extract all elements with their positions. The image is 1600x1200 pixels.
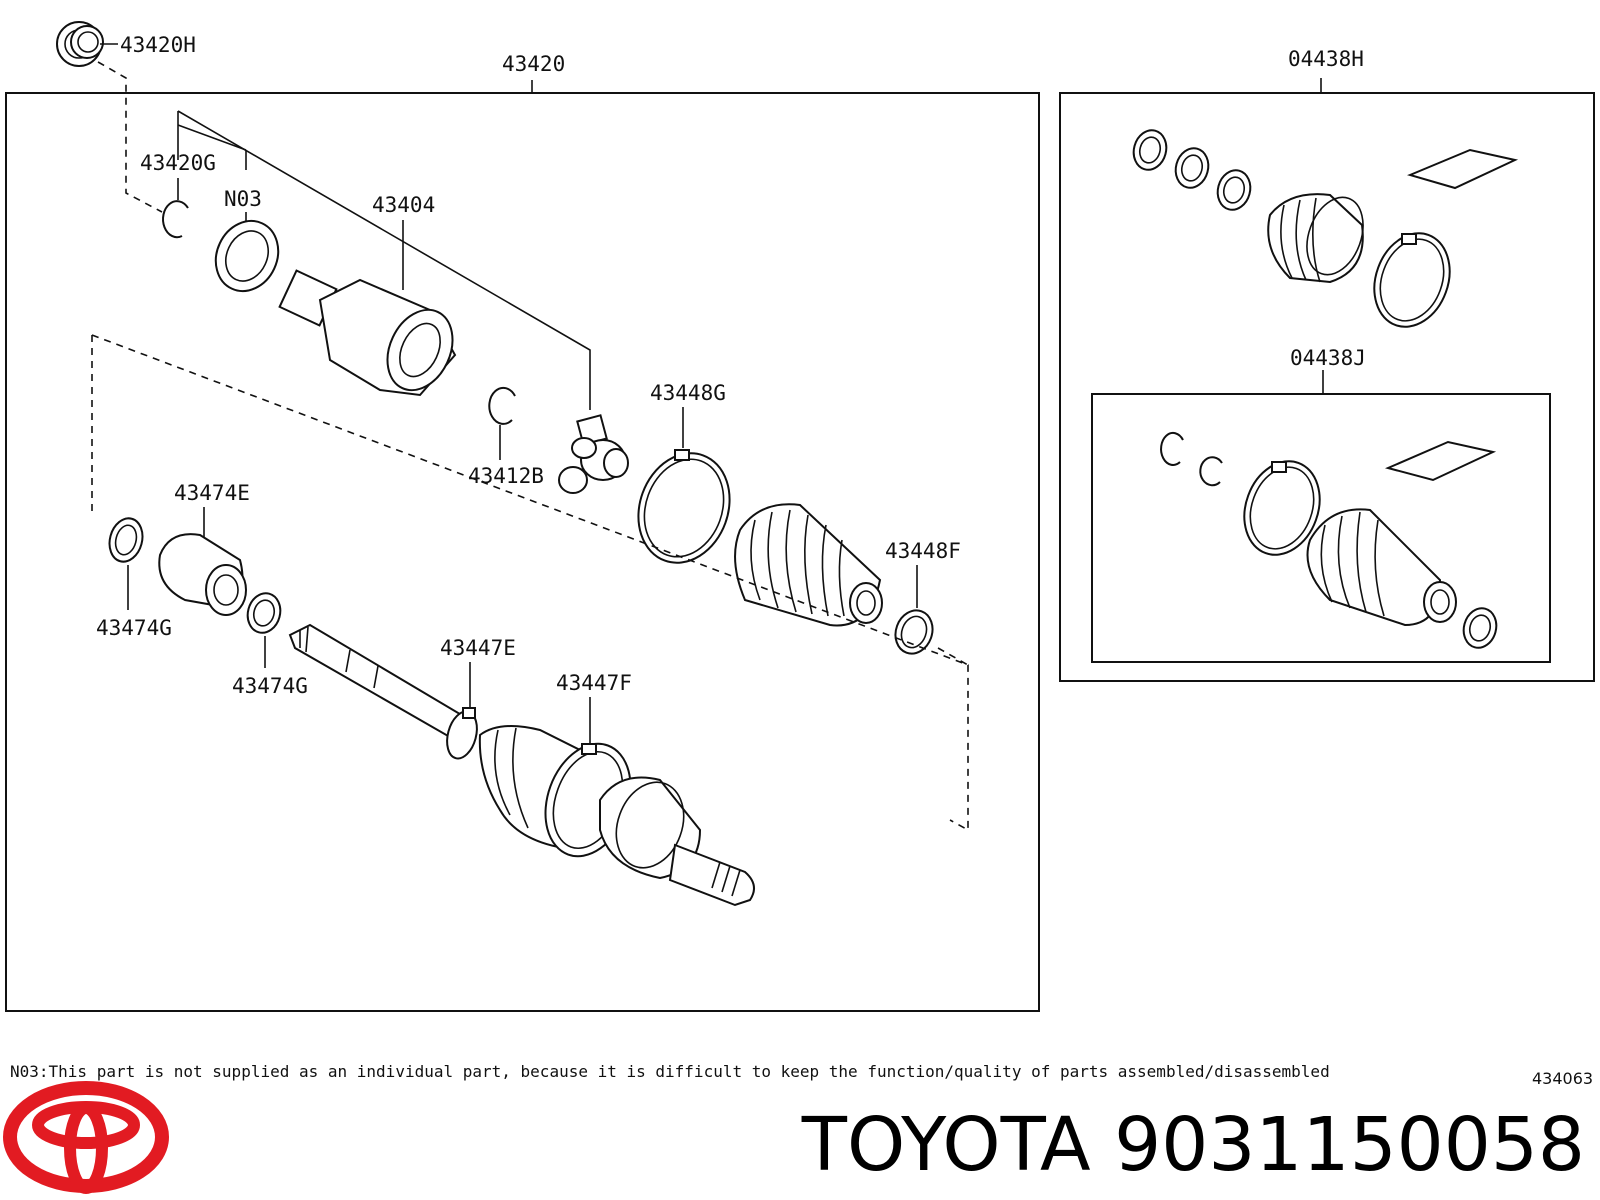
kit-04438H-grease-pack — [1406, 148, 1519, 190]
boot-kit-frame — [1059, 92, 1595, 682]
label-43448F: 43448F — [885, 539, 961, 563]
snap-ring-43412B — [488, 386, 516, 425]
kit-04438J-small-clamp — [1462, 607, 1498, 649]
boot-clamp-43447E — [446, 707, 478, 760]
kit-04438H-boot — [1267, 193, 1364, 284]
label-43474G-left: 43474G — [96, 616, 172, 640]
toyota-logo — [3, 1081, 169, 1194]
label-43420G: 43420G — [140, 151, 216, 175]
label-43447E: 43447E — [440, 636, 516, 660]
outboard-boot-joint — [478, 725, 755, 907]
clamp-43474G-left — [108, 517, 144, 563]
tripod-spider — [558, 414, 629, 494]
label-43404: 43404 — [372, 193, 435, 217]
footnote-N03: N03:This part is not supplied as an indi… — [10, 1062, 1330, 1081]
oil-seal-N03 — [214, 219, 280, 293]
boot-clamp-43448G — [637, 449, 731, 564]
kit-04438J-grease-pack — [1384, 440, 1497, 482]
snap-ring-43420G — [162, 200, 189, 239]
kit-04438J-big-clamp — [1243, 460, 1321, 556]
kit-04438H-clamps — [1132, 129, 1252, 211]
label-43474E: 43474E — [174, 481, 250, 505]
clamp-43474G-right — [246, 592, 282, 634]
boot-clamp-43448F — [894, 609, 934, 655]
label-43420H: 43420H — [120, 33, 196, 57]
kit-04438H-big-clamp — [1373, 232, 1451, 328]
label-04438J: 04438J — [1290, 346, 1366, 370]
label-N03: N03 — [224, 187, 262, 211]
label-43474G-right: 43474G — [232, 674, 308, 698]
inner-boot-kit-frame — [1091, 393, 1551, 663]
brand-caption: TOYOTA 9031150058 — [801, 1102, 1585, 1188]
label-43420: 43420 — [502, 52, 565, 76]
label-04438H: 04438H — [1288, 47, 1364, 71]
label-43412B: 43412B — [468, 464, 544, 488]
main-assembly-frame — [5, 92, 1040, 1012]
dynamic-damper-43474E — [158, 533, 247, 616]
label-43447F: 43447F — [556, 671, 632, 695]
label-43448G: 43448G — [650, 381, 726, 405]
kit-04438J-snap-rings — [1160, 431, 1223, 487]
dust-seal-43420H — [56, 21, 104, 67]
diagram-code: 434063 — [1532, 1069, 1593, 1088]
inboard-joint-housing-43404 — [278, 269, 457, 397]
inboard-boot — [734, 503, 883, 627]
kit-04438J-boot — [1306, 508, 1457, 627]
